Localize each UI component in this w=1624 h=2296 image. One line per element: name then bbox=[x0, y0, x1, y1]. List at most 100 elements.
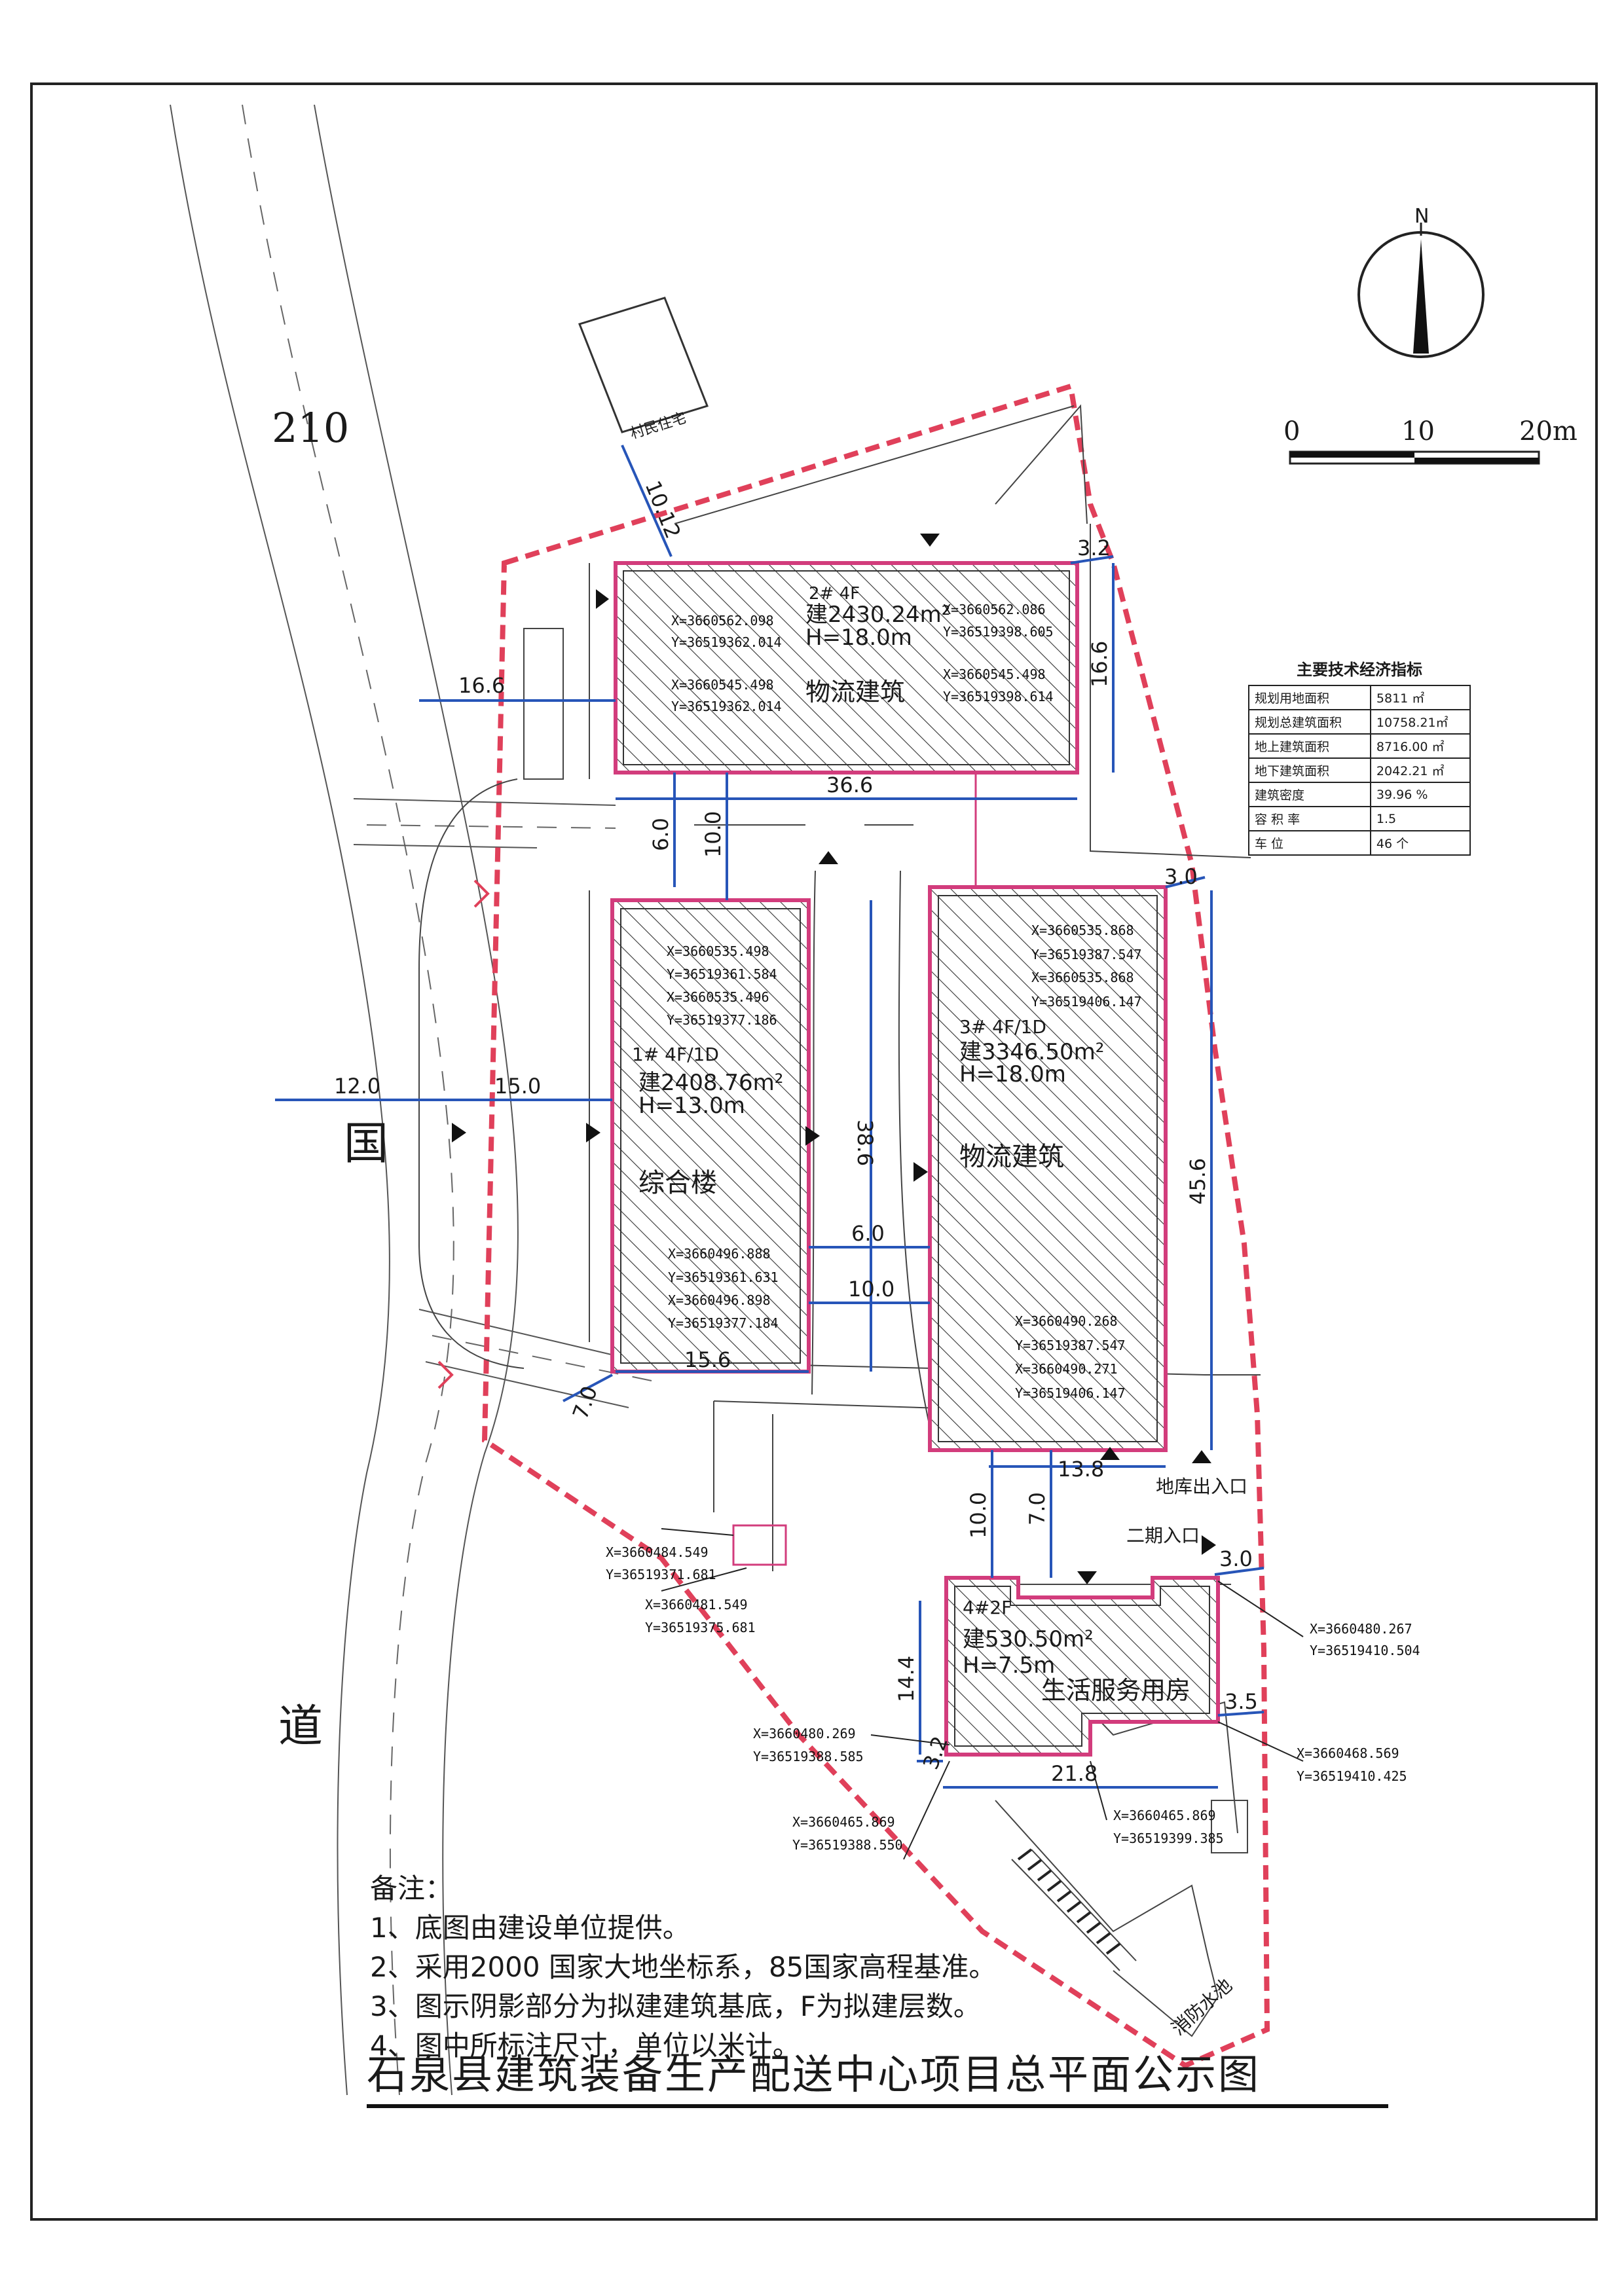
b4-coord-2: Y=36519410.504 bbox=[1310, 1643, 1420, 1658]
building-4 bbox=[732, 1524, 1220, 1757]
b1-coord-8: Y=36519377.184 bbox=[668, 1315, 779, 1331]
dim-36-6: 36.6 bbox=[826, 773, 873, 797]
scale-label-20m: 20m bbox=[1519, 416, 1578, 446]
road-char-2: 道 bbox=[278, 1701, 323, 1753]
notes-title: 备注： bbox=[370, 1872, 453, 1904]
neighbor-label: 村民住宅 bbox=[628, 410, 688, 443]
dim-3-5: 3.5 bbox=[1225, 1689, 1258, 1714]
b2-coord-8: Y=36519398.614 bbox=[943, 689, 1054, 704]
note-item: 2、采用2000 国家大地坐标系，85国家高程基准。 bbox=[370, 1951, 997, 1983]
b2-coord-2: Y=36519362.014 bbox=[671, 634, 782, 650]
indicator-value: 2042.21 ㎡ bbox=[1369, 757, 1471, 783]
indicator-key: 规划用地面积 bbox=[1248, 685, 1371, 710]
indicator-value: 5811 ㎡ bbox=[1369, 685, 1471, 710]
building-3 bbox=[928, 885, 1168, 1452]
dim-7-0a: 7.0 bbox=[568, 1383, 602, 1423]
b3-name: 物流建筑 bbox=[959, 1142, 1064, 1172]
b2-area: 建2430.24m² bbox=[805, 602, 950, 628]
national-road bbox=[170, 104, 655, 2096]
dim-3-2a: 3.2 bbox=[1077, 536, 1111, 560]
phase2-entrance-label: 二期入口 bbox=[1126, 1525, 1200, 1546]
dim-13-8: 13.8 bbox=[1058, 1457, 1104, 1482]
b3-coord-5: X=3660490.268 bbox=[1015, 1313, 1118, 1329]
drawing-title: 石泉县建筑装备生产配送中心项目总平面公示图 bbox=[367, 2041, 1388, 2108]
coord-other-2: Y=36519371.681 bbox=[606, 1567, 716, 1582]
b2-coord-3: X=3660562.086 bbox=[943, 602, 1046, 617]
indicator-value: 8716.00 ㎡ bbox=[1369, 733, 1471, 759]
coord-other-4: Y=36519375.681 bbox=[645, 1620, 756, 1635]
b4-height: H=7.5m bbox=[963, 1652, 1055, 1679]
dim-45-6: 45.6 bbox=[1185, 1158, 1210, 1205]
indicator-value: 39.96 % bbox=[1369, 782, 1471, 807]
dim-15-6: 15.6 bbox=[684, 1347, 731, 1372]
dim-16-6h: 16.6 bbox=[458, 673, 505, 698]
b4-coord-4: Y=36519388.585 bbox=[753, 1749, 864, 1764]
b2-coord-7: X=3660545.498 bbox=[943, 666, 1046, 682]
coord-other-1: X=3660484.549 bbox=[606, 1544, 709, 1560]
dim-3-0b: 3.0 bbox=[1219, 1546, 1253, 1571]
b3-coord-2: Y=36519387.547 bbox=[1031, 947, 1142, 962]
fire-pool bbox=[995, 1800, 1248, 2037]
b3-area: 建3346.50m² bbox=[959, 1039, 1104, 1065]
indicator-value: 1.5 bbox=[1369, 806, 1471, 831]
north-arrow: N bbox=[1357, 205, 1485, 358]
dim-16-6v: 16.6 bbox=[1087, 641, 1112, 687]
dim-14-4: 14.4 bbox=[894, 1656, 919, 1702]
indicator-key: 建筑密度 bbox=[1248, 782, 1371, 807]
notes: 备注： 1、底图由建设单位提供。 2、采用2000 国家大地坐标系，85国家高程… bbox=[370, 1869, 996, 2066]
b2-coord-5: X=3660545.498 bbox=[671, 677, 774, 693]
b4-coord-7: X=3660465.869 bbox=[792, 1814, 895, 1830]
dim-7-0b: 7.0 bbox=[1025, 1492, 1050, 1525]
scale-label-10: 10 bbox=[1401, 416, 1435, 446]
direction-arrows bbox=[452, 534, 1216, 1584]
indicators-title: 主要技术经济指标 bbox=[1297, 661, 1422, 679]
dim-6-0b: 6.0 bbox=[851, 1221, 885, 1246]
note-item: 3、图示阴影部分为拟建建筑基底，F为拟建层数。 bbox=[370, 1990, 981, 2022]
b3-height: H=18.0m bbox=[959, 1061, 1066, 1087]
indicator-key: 地上建筑面积 bbox=[1248, 733, 1371, 759]
fire-pool-label: 消防水池 bbox=[1168, 1975, 1236, 2039]
b2-floors: 2# 4F bbox=[809, 584, 860, 604]
leader-lines bbox=[661, 1528, 1304, 1860]
dim-12-0: 12.0 bbox=[334, 1074, 380, 1099]
b1-coord-2: Y=36519361.584 bbox=[667, 966, 777, 982]
dim-10-0c: 10.0 bbox=[966, 1492, 991, 1539]
indicator-key: 地下建筑面积 bbox=[1248, 757, 1371, 783]
b3-floors: 3# 4F/1D bbox=[959, 1016, 1046, 1038]
b1-coord-7: X=3660496.898 bbox=[668, 1292, 771, 1308]
road-number: 210 bbox=[272, 404, 349, 452]
b1-coord-3: X=3660535.496 bbox=[667, 989, 769, 1005]
b1-floors: 1# 4F/1D bbox=[632, 1044, 719, 1065]
b2-coord-4: Y=36519398.605 bbox=[943, 624, 1054, 640]
b1-coord-1: X=3660535.498 bbox=[667, 943, 769, 959]
b4-coord-1: X=3660480.267 bbox=[1310, 1621, 1412, 1637]
b2-name: 物流建筑 bbox=[805, 678, 905, 706]
b4-coord-8: Y=36519388.550 bbox=[792, 1837, 903, 1853]
b3-coord-7: X=3660490.271 bbox=[1015, 1361, 1118, 1377]
b4-coord-10: Y=36519399.385 bbox=[1113, 1831, 1224, 1846]
scale-label-0: 0 bbox=[1283, 416, 1300, 446]
b4-coord-6: Y=36519410.425 bbox=[1297, 1768, 1407, 1784]
b1-coord-5: X=3660496.888 bbox=[668, 1246, 771, 1262]
b3-coord-6: Y=36519387.547 bbox=[1015, 1338, 1126, 1353]
b3-coord-1: X=3660535.868 bbox=[1031, 922, 1134, 938]
b3-coord-4: Y=36519406.147 bbox=[1031, 994, 1142, 1010]
b3-coord-3: X=3660535.868 bbox=[1031, 970, 1134, 985]
b1-area: 建2408.76m² bbox=[638, 1070, 783, 1096]
b2-coord-1: X=3660562.098 bbox=[671, 613, 774, 629]
garage-entrance-label: 地库出入口 bbox=[1156, 1476, 1247, 1497]
dim-15-0: 15.0 bbox=[494, 1074, 541, 1099]
dimension-lines bbox=[275, 445, 1264, 1789]
internal-roads bbox=[418, 404, 1261, 1834]
b4-coord-5: X=3660468.569 bbox=[1297, 1745, 1399, 1761]
indicator-key: 车 位 bbox=[1248, 830, 1371, 856]
coord-other-3: X=3660481.549 bbox=[645, 1597, 748, 1613]
b1-coord-4: Y=36519377.186 bbox=[667, 1012, 777, 1028]
note-item: 1、底图由建设单位提供。 bbox=[370, 1912, 690, 1944]
b2-height: H=18.0m bbox=[805, 625, 912, 651]
b2-coord-6: Y=36519362.014 bbox=[671, 699, 782, 714]
building-2 bbox=[614, 561, 1079, 890]
dim-10-0a: 10.0 bbox=[701, 811, 726, 858]
